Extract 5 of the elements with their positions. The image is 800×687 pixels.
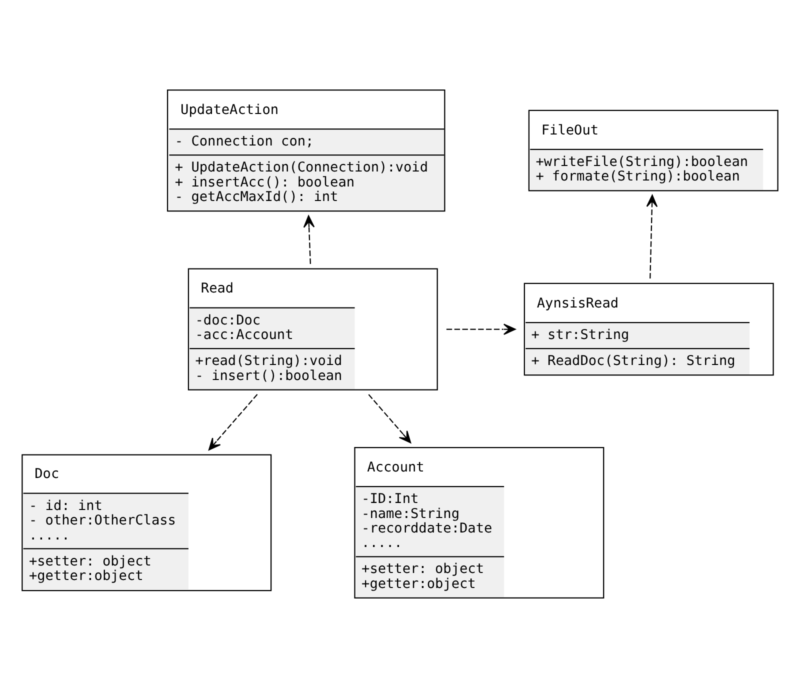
arrow bbox=[208, 394, 258, 450]
arrow bbox=[368, 394, 412, 443]
arrow bbox=[303, 214, 315, 264]
arrow bbox=[446, 323, 516, 334]
arrow bbox=[646, 194, 658, 278]
